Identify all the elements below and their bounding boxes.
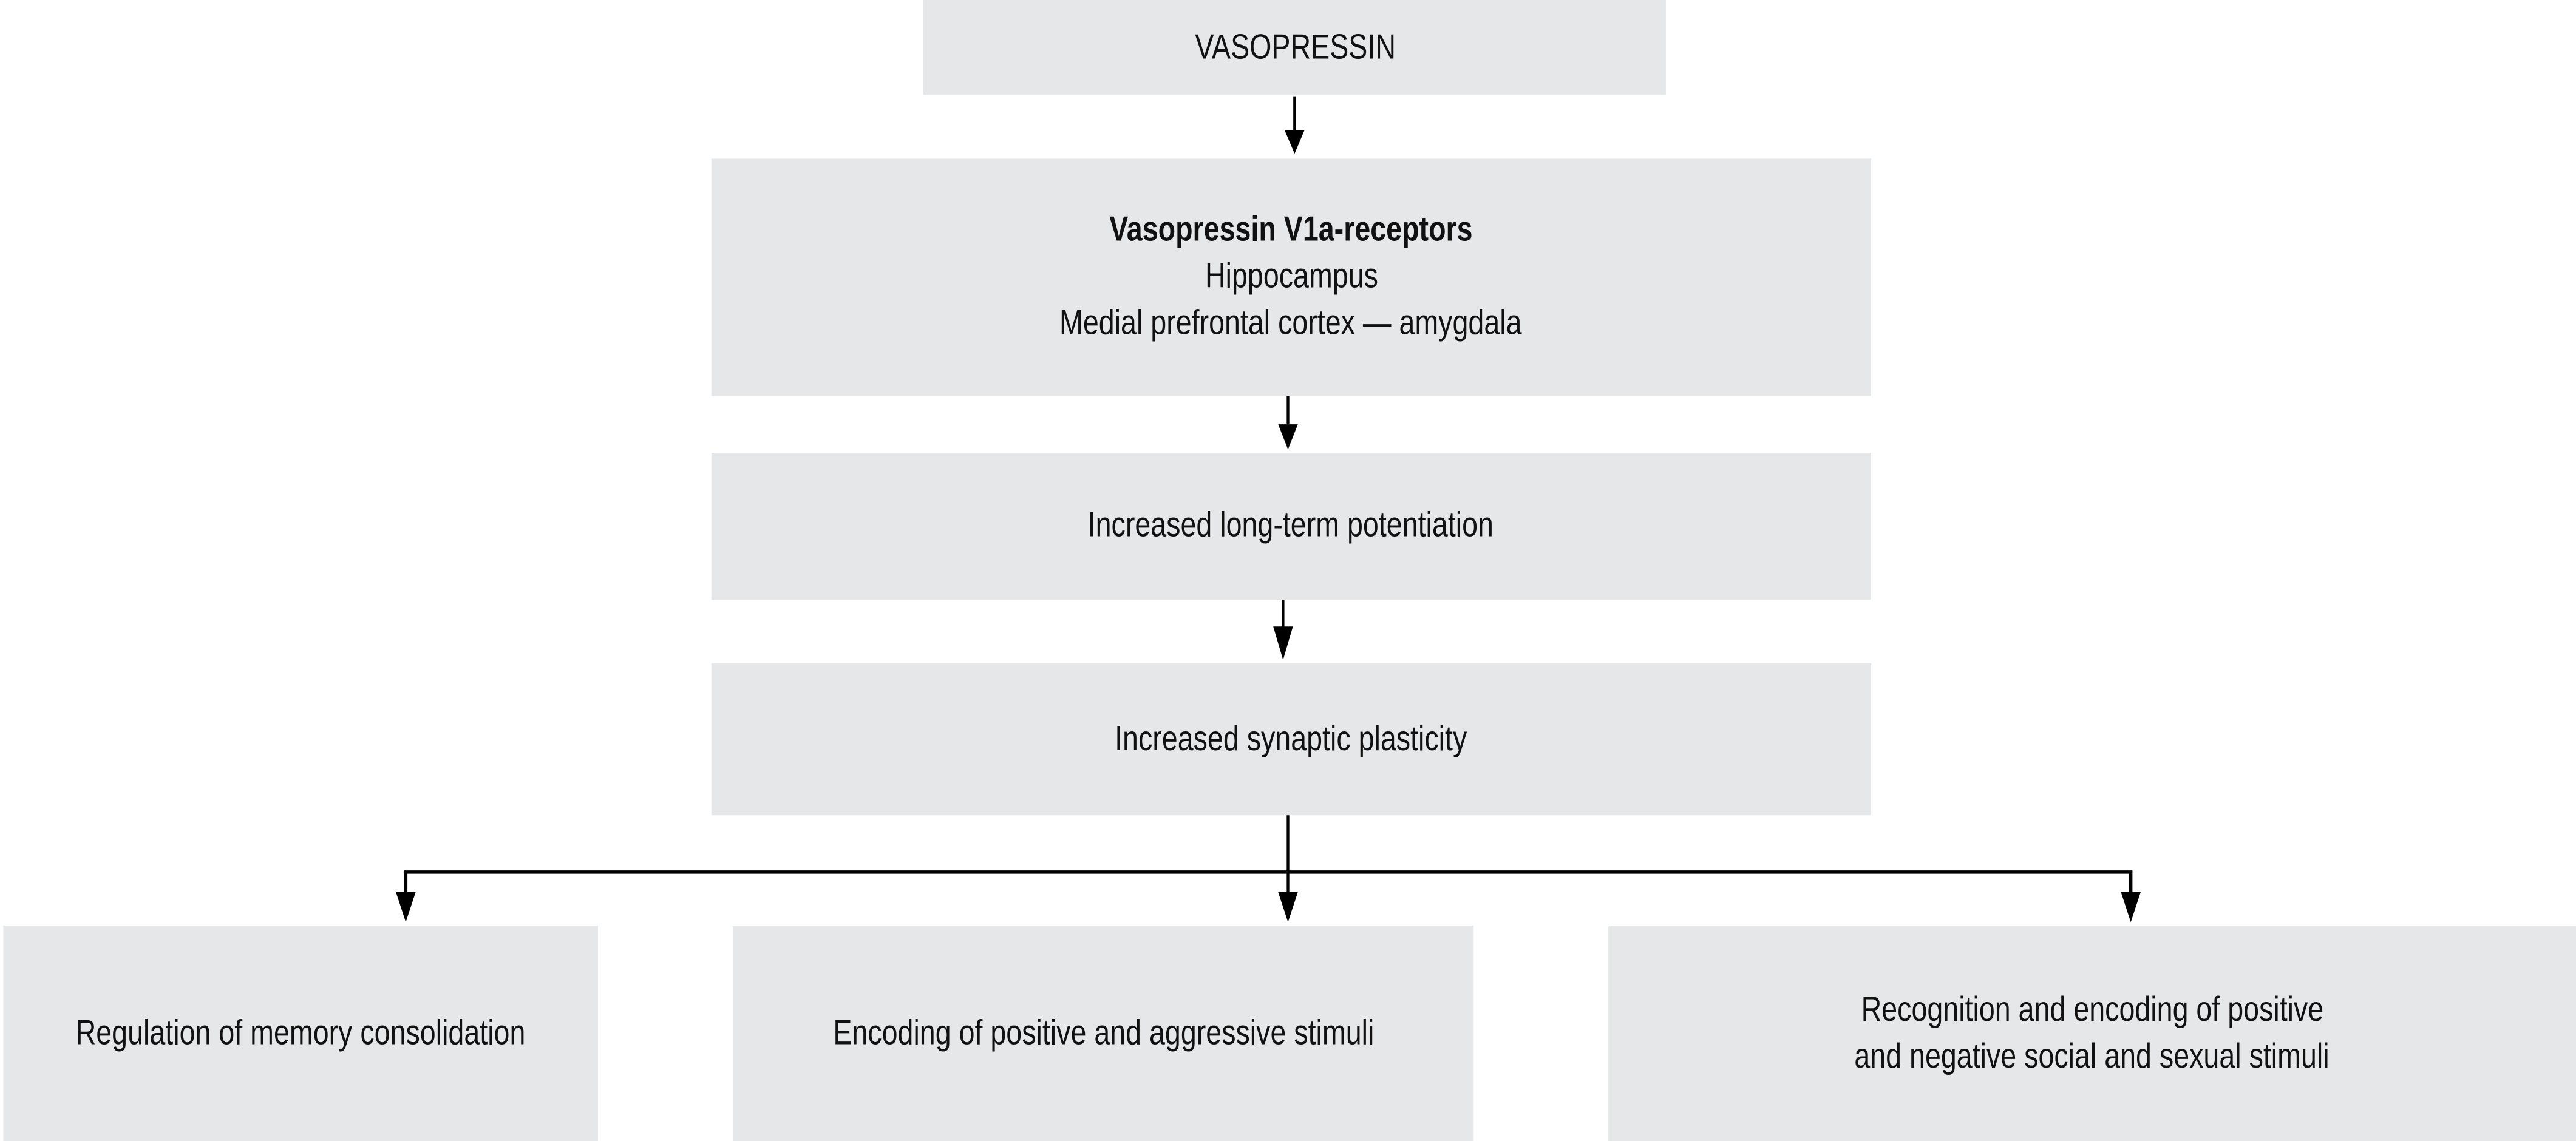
node-recognition-line-1: Recognition and encoding of positive	[1861, 989, 2323, 1029]
arrowhead-icon	[1278, 892, 1298, 923]
node-plasticity-label: Increased synaptic plasticity	[1115, 719, 1468, 758]
arrowhead-icon	[1278, 424, 1298, 450]
arrowhead-icon	[1273, 626, 1293, 660]
arrowhead-icon	[1285, 130, 1305, 154]
arrowhead-icon	[396, 892, 416, 923]
node-receptors-line-mpfc-amygdala: Medial prefrontal cortex — amygdala	[1060, 303, 1523, 343]
node-v1a-receptors: Vasopressin V1a-receptors Hippocampus Me…	[711, 158, 1872, 396]
node-receptors-line-hippocampus: Hippocampus	[1205, 257, 1378, 296]
node-memory-label: Regulation of memory consolidation	[75, 1013, 526, 1052]
node-encoding-label: Encoding of positive and aggressive stim…	[832, 1013, 1374, 1052]
node-long-term-potentiation: Increased long-term potentiation	[711, 452, 1872, 600]
node-vasopressin-label: VASOPRESSIN	[1194, 27, 1395, 66]
node-memory-consolidation: Regulation of memory consolidation	[3, 925, 598, 1141]
node-vasopressin: VASOPRESSIN	[923, 0, 1666, 95]
node-synaptic-plasticity: Increased synaptic plasticity	[711, 663, 1872, 816]
node-ltp-label: Increased long-term potentiation	[1088, 506, 1495, 545]
arrowhead-icon	[2121, 892, 2141, 923]
edge-branch-bar	[404, 870, 2133, 896]
node-social-sexual-stimuli: Recognition and encoding of positive and…	[1608, 925, 2576, 1141]
node-encoding-stimuli: Encoding of positive and aggressive stim…	[732, 925, 1474, 1141]
node-receptors-title: Vasopressin V1a-receptors	[1109, 210, 1473, 249]
node-recognition-line-2: and negative social and sexual stimuli	[1854, 1036, 2330, 1075]
